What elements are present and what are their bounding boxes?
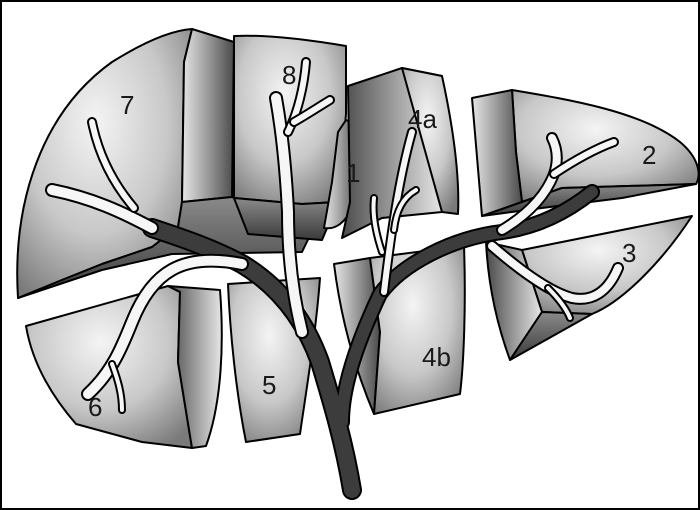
label-segment-4a: 4a (408, 104, 437, 134)
segment-6 (26, 286, 222, 448)
label-segment-2: 2 (642, 140, 656, 170)
label-segment-7: 7 (120, 90, 134, 120)
label-segment-1: 1 (346, 158, 360, 188)
label-segment-8: 8 (282, 60, 296, 90)
label-segment-3: 3 (622, 238, 636, 268)
label-segment-5: 5 (262, 370, 276, 400)
segment-3 (486, 216, 692, 360)
label-segment-6: 6 (88, 392, 102, 422)
label-segment-4b: 4b (422, 342, 451, 372)
